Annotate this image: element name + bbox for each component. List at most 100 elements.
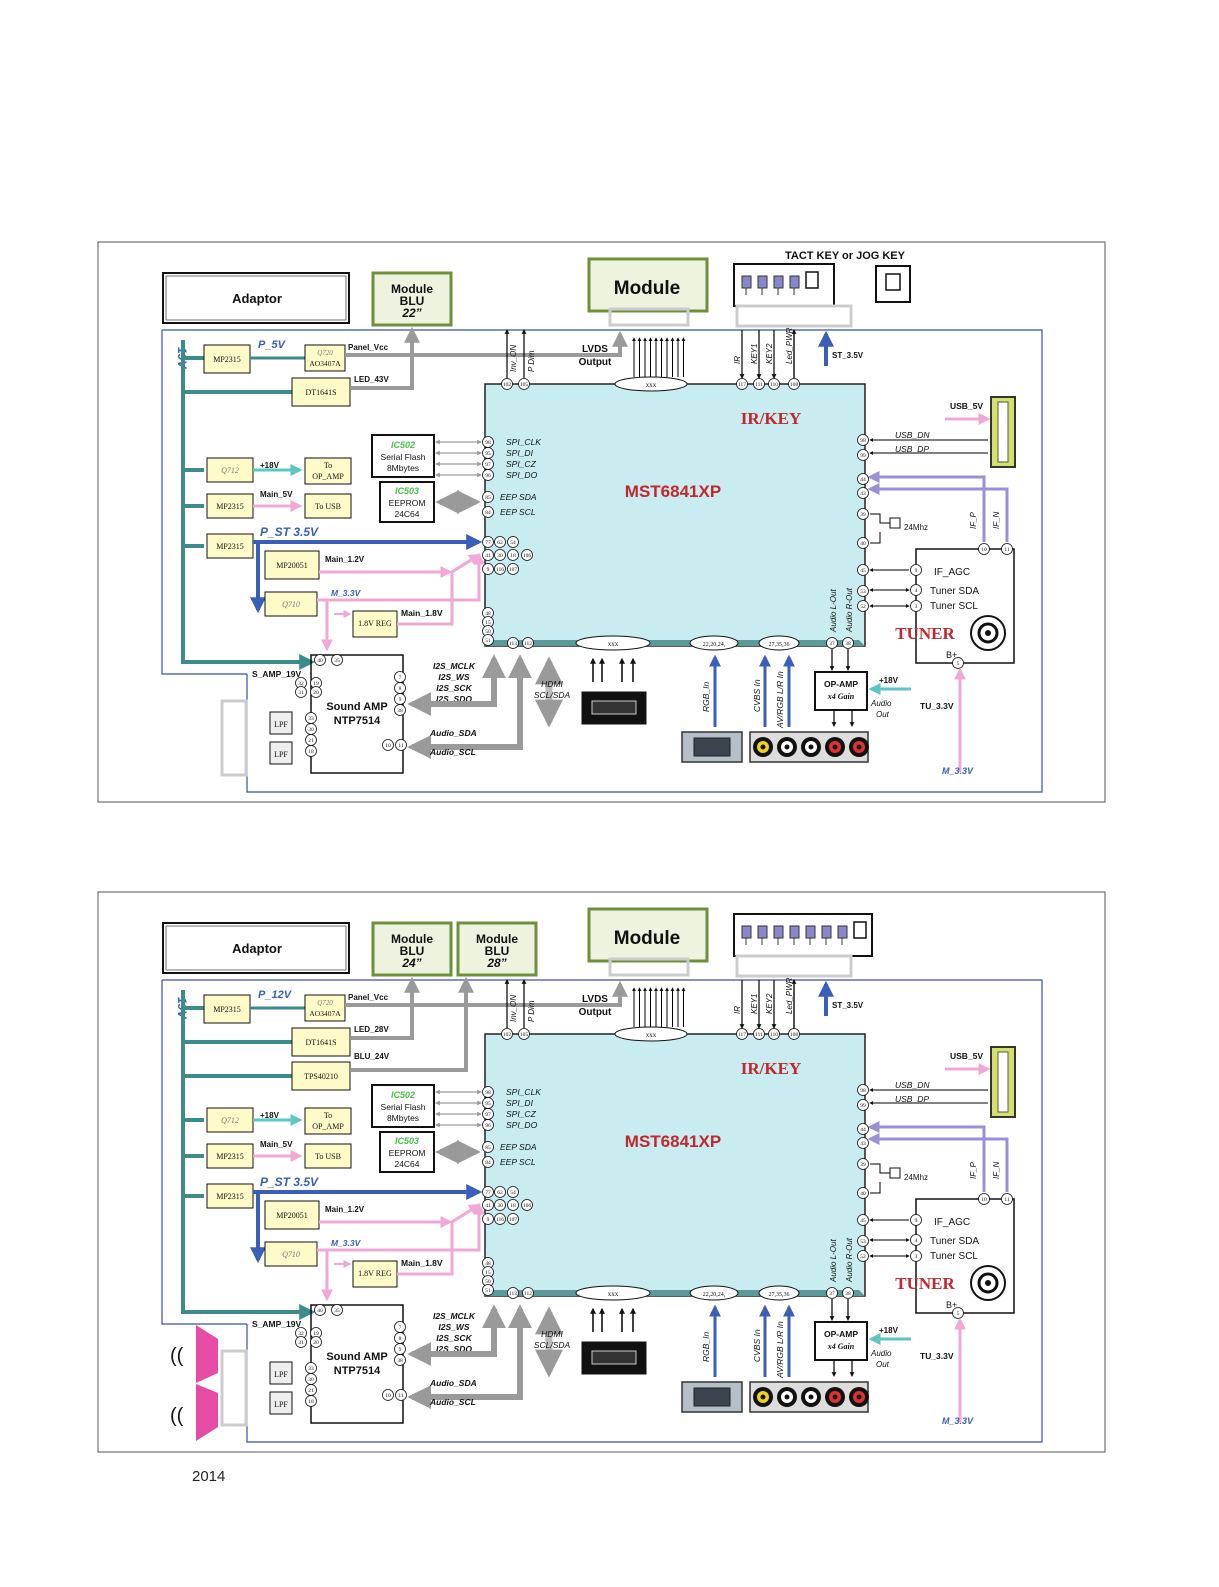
module-blu-title: Module [476,932,518,946]
pin-107 [507,1213,519,1225]
mp20051-label: MP20051 [276,561,308,570]
v18-label: +18V [260,461,280,470]
outer-frame [97,241,1106,803]
pin-number: 11 [1004,547,1010,553]
pin-9t [910,1214,922,1226]
module-blu-title: Module [391,282,433,296]
pin-number: 18 [510,1203,516,1209]
module-blu-box [371,921,453,977]
main18-label: Main_1.8V [401,1258,443,1268]
main5v-label: Main_5V [260,490,293,499]
pin-number: 77 [485,540,491,546]
pin-112 [522,1287,534,1299]
eeprom-part-label: 24C64 [394,509,419,519]
pin-number: 116 [496,567,504,573]
pin-number: 21 [308,1388,314,1394]
key-signal-label: KEY2 [765,993,774,1014]
rail-19v [181,340,316,670]
mp20051-label: MP20051 [276,1211,308,1220]
eep-sda-label: EEP SDA [500,1142,537,1152]
module-blu-sub: BLU [400,294,425,308]
pin-number: 99 [860,453,866,459]
crystal-icon [889,517,901,529]
ir-key-label: IR/KEY [741,409,801,428]
audio-out-sub-label: Out [876,1360,890,1369]
rgb-in-label: RGB_In [701,1331,711,1362]
chip-name: MST6841XP [625,1132,721,1151]
pin-number: 3 [915,604,918,610]
spi-label: SPI_CLK [506,437,541,447]
pin-9t [910,564,922,576]
if-n-line [867,1133,1009,1192]
adaptor-box [162,922,350,974]
tu33-label: TU_3.3V [920,701,954,711]
pin-18 [305,745,317,757]
key-button [837,925,848,939]
pin-53 [857,585,869,597]
pin-number: 43 [860,1141,866,1147]
q720-label: Q720 [317,349,333,357]
dt1641s-label: DT1641S [305,1038,336,1047]
tuner-label: TUNER [895,624,955,643]
m33-label: M_3.3V [331,588,362,598]
pin-number: 41 [485,1203,491,1209]
pin-number: 97 [485,1112,491,1118]
audio-out-sub-label: Out [876,710,890,719]
pin-number: 10 [981,547,987,553]
pin-39 [857,1158,869,1170]
rca-jack-center [784,744,790,750]
to-label: To [324,1111,332,1120]
pin-number: 95 [485,451,491,457]
pin-number: 40 [317,658,323,664]
key-signal-label: KEY2 [765,343,774,364]
pin-108 [788,1028,800,1040]
reg18-label: 1.8V REG [358,1269,392,1278]
ir-key-label: IR/KEY [741,1059,801,1078]
tact-key-title: TACT KEY or JOG KEY [785,250,906,262]
module-blu-size: 24” [401,956,421,970]
pin-number: 30 [308,1377,314,1383]
to-usb-box [304,1143,352,1169]
pin-10 [382,1389,394,1401]
pin-number: 9 [487,1217,490,1223]
pin-number: 102 [503,382,512,388]
pin-number: 98 [860,1088,866,1094]
eep-scl-label: EEP SCL [500,507,536,517]
to-opamp-box [304,457,352,485]
pin-number: 3 [915,1254,918,1260]
usb-dp-label: USB_DP [895,444,929,454]
pin-52 [857,600,869,612]
key-connector [735,304,853,328]
usb-port-slot [997,1051,1009,1113]
lpf-label: LPF [274,1370,288,1379]
pin-number: 11 [1004,1197,1010,1203]
pin-number: 20 [313,690,319,696]
v18-opamp-label: +18V [879,676,899,685]
lpf-box [269,1361,293,1385]
op-amp-label: OP-AMP [824,679,858,689]
key-button [773,275,784,289]
pin-106 [521,1199,533,1211]
av-rgb-label: AV/RGB L/R In [775,1321,785,1379]
pin-number: 77 [485,1190,491,1196]
pin-40 [314,654,326,666]
pin-number: 39 [860,512,866,518]
pin-number: 19 [313,681,319,687]
op-amp-small-label: OP_AMP [312,1122,344,1131]
rca-jack-center [808,744,814,750]
ic503-label: IC503 [395,1136,419,1146]
crystal-label: 24Mhz [904,1173,928,1182]
lvds-connector [608,957,690,977]
dt1641s-label: DT1641S [305,388,336,397]
pin-45 [857,1214,869,1226]
eep-sda-label: EEP SDA [500,492,537,502]
pin-113 [507,637,519,649]
to-opamp-box [304,1107,352,1135]
s-amp-label: S_AMP_19V [252,1319,301,1329]
if-n-label: IF_N [992,511,1001,529]
rca-jack-center [832,744,838,750]
hdmi-bus-label: xxx [608,1290,619,1298]
pin-108 [788,378,800,390]
main5v-label: Main_5V [260,1140,293,1149]
